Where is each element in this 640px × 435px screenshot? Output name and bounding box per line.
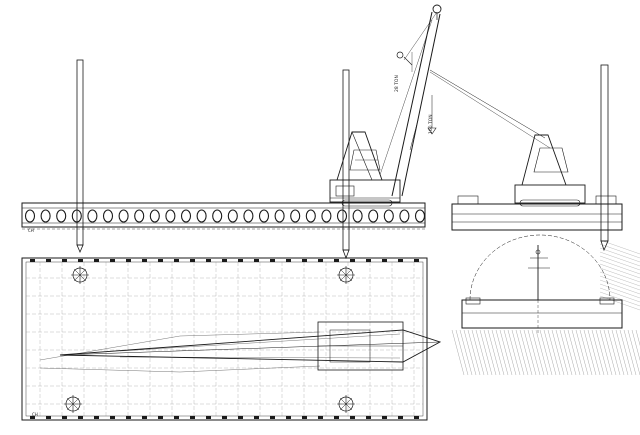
fender-tire xyxy=(227,209,238,223)
crane-house-front xyxy=(429,69,586,207)
fender-tire xyxy=(352,209,363,223)
fender-tire xyxy=(134,209,145,223)
section-hull xyxy=(461,299,623,329)
fender-tire xyxy=(40,209,51,223)
fender-tire xyxy=(149,209,160,223)
fender-tire xyxy=(383,209,394,223)
side-elevation-view xyxy=(21,4,442,260)
spud-well-bottom-right xyxy=(337,395,355,413)
spud-well-bottom-left xyxy=(64,395,82,413)
crane-house-side xyxy=(329,131,401,207)
fender-tire xyxy=(258,209,270,223)
fender-tire xyxy=(368,209,379,223)
auxiliary-hook xyxy=(396,51,404,59)
boom-tip-sheave xyxy=(432,4,442,14)
spud-pile-middle xyxy=(342,69,350,260)
fender-tire xyxy=(290,209,301,223)
fender-tire xyxy=(56,209,67,223)
fender-tire xyxy=(165,209,176,223)
fender-tire xyxy=(305,209,316,223)
spud-pile-left xyxy=(76,59,84,254)
label-hook-load-large: 160 TON xyxy=(428,114,434,134)
frame-grid xyxy=(26,262,423,416)
plan-view: CH xyxy=(21,257,442,421)
ground-hatch xyxy=(451,239,640,376)
spud-well-top-left xyxy=(71,266,89,284)
plan-deck-outline xyxy=(21,257,428,421)
fender-tire xyxy=(399,209,410,223)
label-deck-mark: CH xyxy=(28,228,34,233)
fender-tire xyxy=(414,209,426,223)
fender-tire xyxy=(243,209,254,223)
crane-boom xyxy=(379,4,442,197)
side-hull xyxy=(21,202,426,228)
front-elevation-view xyxy=(429,64,623,252)
spud-well-top-right xyxy=(337,266,355,284)
crane-boom-plan xyxy=(39,321,442,373)
fender-tire xyxy=(336,209,348,223)
fender-tire xyxy=(212,209,223,223)
spud-pile-right xyxy=(600,64,609,252)
front-hull xyxy=(451,203,623,231)
fender-tire xyxy=(102,209,114,223)
fender-tire xyxy=(180,209,192,223)
edge-bollards xyxy=(30,259,419,419)
section-view xyxy=(451,234,640,376)
label-plan-mark: CH xyxy=(32,412,38,417)
fender-tire xyxy=(274,209,285,223)
label-hook-load-small: 28 TON xyxy=(394,75,400,92)
fender-tires-row xyxy=(24,209,426,223)
fender-tire xyxy=(24,209,36,223)
fender-tire xyxy=(87,209,98,223)
fender-tire xyxy=(196,209,207,223)
fender-tire xyxy=(321,209,332,223)
fender-tire xyxy=(118,209,129,223)
